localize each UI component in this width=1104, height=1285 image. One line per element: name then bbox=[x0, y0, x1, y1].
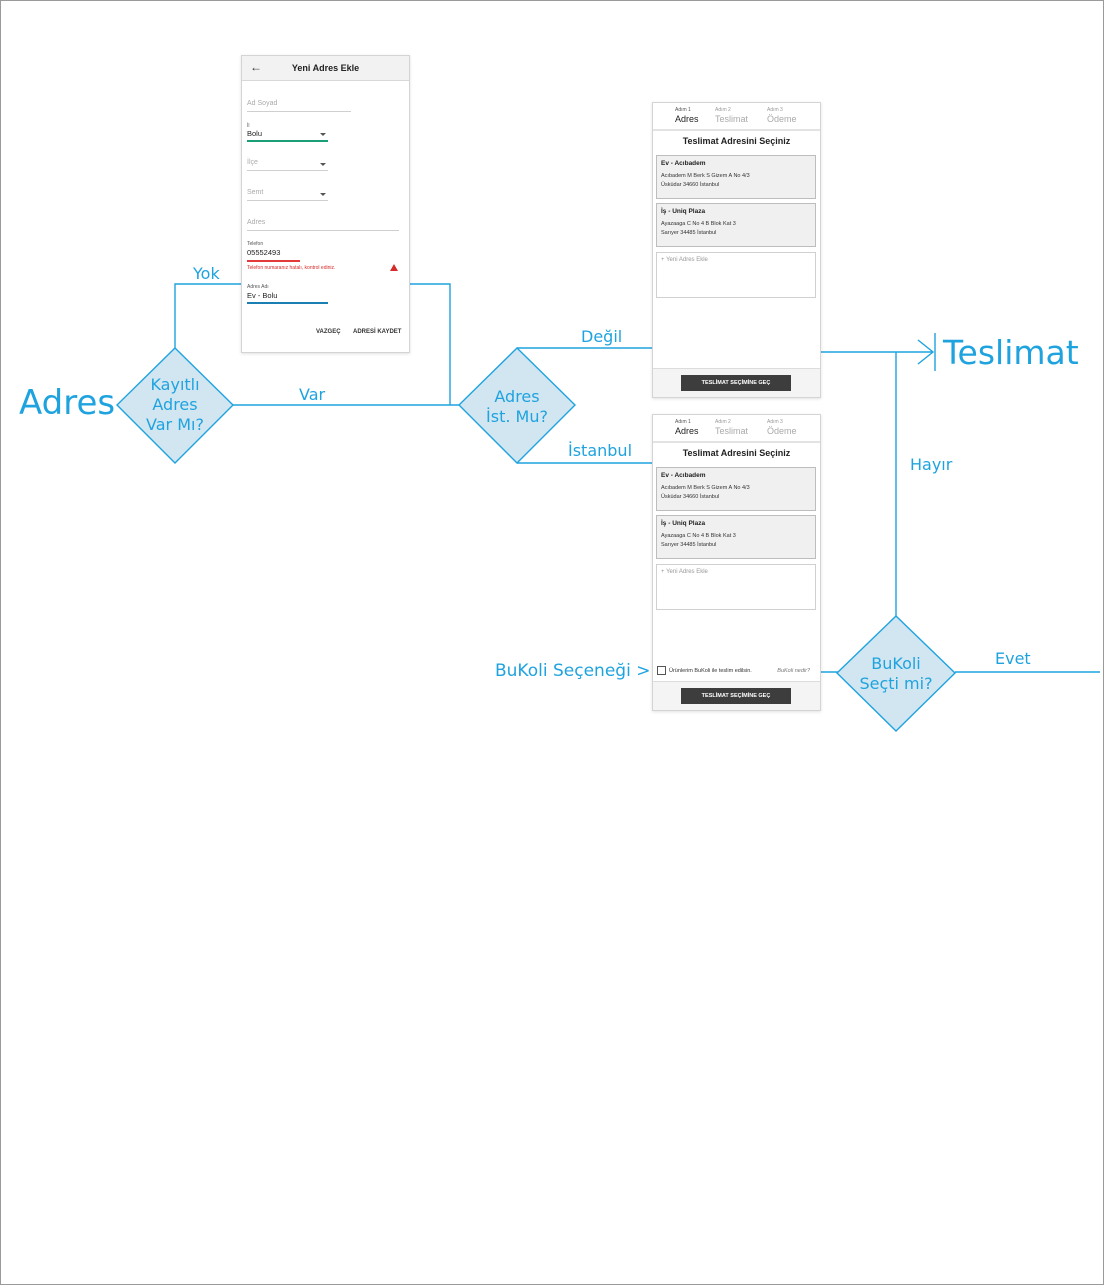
end-label: Teslimat bbox=[943, 333, 1079, 372]
form-header: ← Yeni Adres Ekle bbox=[242, 56, 409, 81]
screen-footer: TESLİMAT SEÇİMİNE GEÇ bbox=[653, 681, 820, 710]
ad-soyad-underline bbox=[247, 111, 351, 112]
adres-underline bbox=[247, 230, 399, 231]
telefon-error-text: Telefon numaranız hatalı, kontrol ediniz… bbox=[247, 265, 336, 271]
hayir-label: Hayır bbox=[910, 455, 953, 474]
adres-adi-label: Adres Adı bbox=[247, 284, 269, 290]
cancel-button[interactable]: VAZGEÇ bbox=[316, 329, 341, 335]
continue-to-delivery-button[interactable]: TESLİMAT SEÇİMİNE GEÇ bbox=[681, 375, 791, 391]
decision-adres-ist bbox=[458, 347, 576, 464]
decision-bukoli bbox=[835, 615, 957, 732]
adres-adi-input[interactable]: Ev - Bolu bbox=[247, 291, 278, 300]
istanbul-label: İstanbul bbox=[568, 441, 633, 460]
decision-kayitli-adres bbox=[116, 347, 234, 464]
bukoli-help-link[interactable]: BuKoli nedir? bbox=[777, 668, 810, 674]
arrow-head bbox=[917, 339, 935, 365]
connector-form-return bbox=[408, 283, 451, 405]
save-address-button[interactable]: ADRESİ KAYDET bbox=[353, 329, 402, 335]
start-label: Adres bbox=[19, 383, 116, 423]
ilce-select[interactable]: İlçe bbox=[247, 159, 258, 166]
connector-yok bbox=[174, 283, 242, 348]
ilce-underline bbox=[247, 170, 328, 171]
il-select[interactable]: Bolu bbox=[247, 129, 263, 138]
var-label: Var bbox=[299, 385, 326, 404]
evet-label: Evet bbox=[995, 649, 1031, 668]
warning-icon bbox=[390, 264, 398, 271]
adres-adi-underline bbox=[247, 302, 328, 304]
ad-soyad-input[interactable]: Ad Soyad bbox=[247, 100, 278, 107]
address-card-is[interactable]: İş - Uniq Plaza Ayazaaga C No 4 B Blok K… bbox=[656, 515, 816, 559]
adres-input[interactable]: Adres bbox=[247, 219, 266, 226]
telefon-input[interactable]: 05552493 bbox=[247, 248, 281, 257]
yok-label: Yok bbox=[193, 264, 220, 283]
back-arrow-icon[interactable]: ← bbox=[250, 60, 262, 74]
il-chevron-down-icon bbox=[320, 133, 326, 136]
new-address-form-screen: ← Yeni Adres Ekle Ad Soyad İl Bolu İlçe … bbox=[241, 55, 410, 353]
bukoli-option-label: BuKoli Seçeneği > bbox=[495, 661, 651, 681]
il-underline bbox=[247, 140, 328, 142]
il-label: İl bbox=[247, 123, 250, 129]
new-address-card[interactable]: + Yeni Adres Ekle bbox=[656, 252, 816, 298]
semt-underline bbox=[247, 200, 328, 201]
form-title: Yeni Adres Ekle bbox=[291, 63, 360, 73]
address-card-is[interactable]: İş - Uniq Plaza Ayazaaga C No 4 B Blok K… bbox=[656, 203, 816, 247]
continue-to-delivery-button[interactable]: TESLİMAT SEÇİMİNE GEÇ bbox=[681, 688, 791, 704]
decision-kayitli-text: Kayıtlı Adres Var Mı? bbox=[146, 375, 204, 434]
semt-select[interactable]: Semt bbox=[247, 189, 264, 196]
address-card-ev[interactable]: Ev - Acıbadem Acıbadem M Berk S Gizem A … bbox=[656, 155, 816, 199]
decision-bukoli-text: BuKoli Seçti mi? bbox=[859, 654, 933, 693]
bukoli-checkbox[interactable] bbox=[657, 666, 666, 675]
screen-title: Teslimat Adresini Seçiniz bbox=[682, 448, 791, 458]
telefon-label: Telefon bbox=[247, 241, 264, 247]
semt-chevron-down-icon bbox=[320, 193, 326, 196]
bukoli-checkbox-row[interactable]: Ürünlerim BuKoli ile teslim edilsin. bbox=[657, 666, 752, 675]
address-card-ev[interactable]: Ev - Acıbadem Acıbadem M Berk S Gizem A … bbox=[656, 467, 816, 511]
decision-adres-ist-text: Adres İst. Mu? bbox=[486, 387, 548, 426]
degil-label: Değil bbox=[581, 327, 623, 346]
screen-title: Teslimat Adresini Seçiniz bbox=[682, 136, 791, 146]
ilce-chevron-down-icon bbox=[320, 163, 326, 166]
telefon-underline bbox=[247, 260, 300, 262]
screen-footer: TESLİMAT SEÇİMİNE GEÇ bbox=[653, 368, 820, 397]
new-address-card[interactable]: + Yeni Adres Ekle bbox=[656, 564, 816, 610]
